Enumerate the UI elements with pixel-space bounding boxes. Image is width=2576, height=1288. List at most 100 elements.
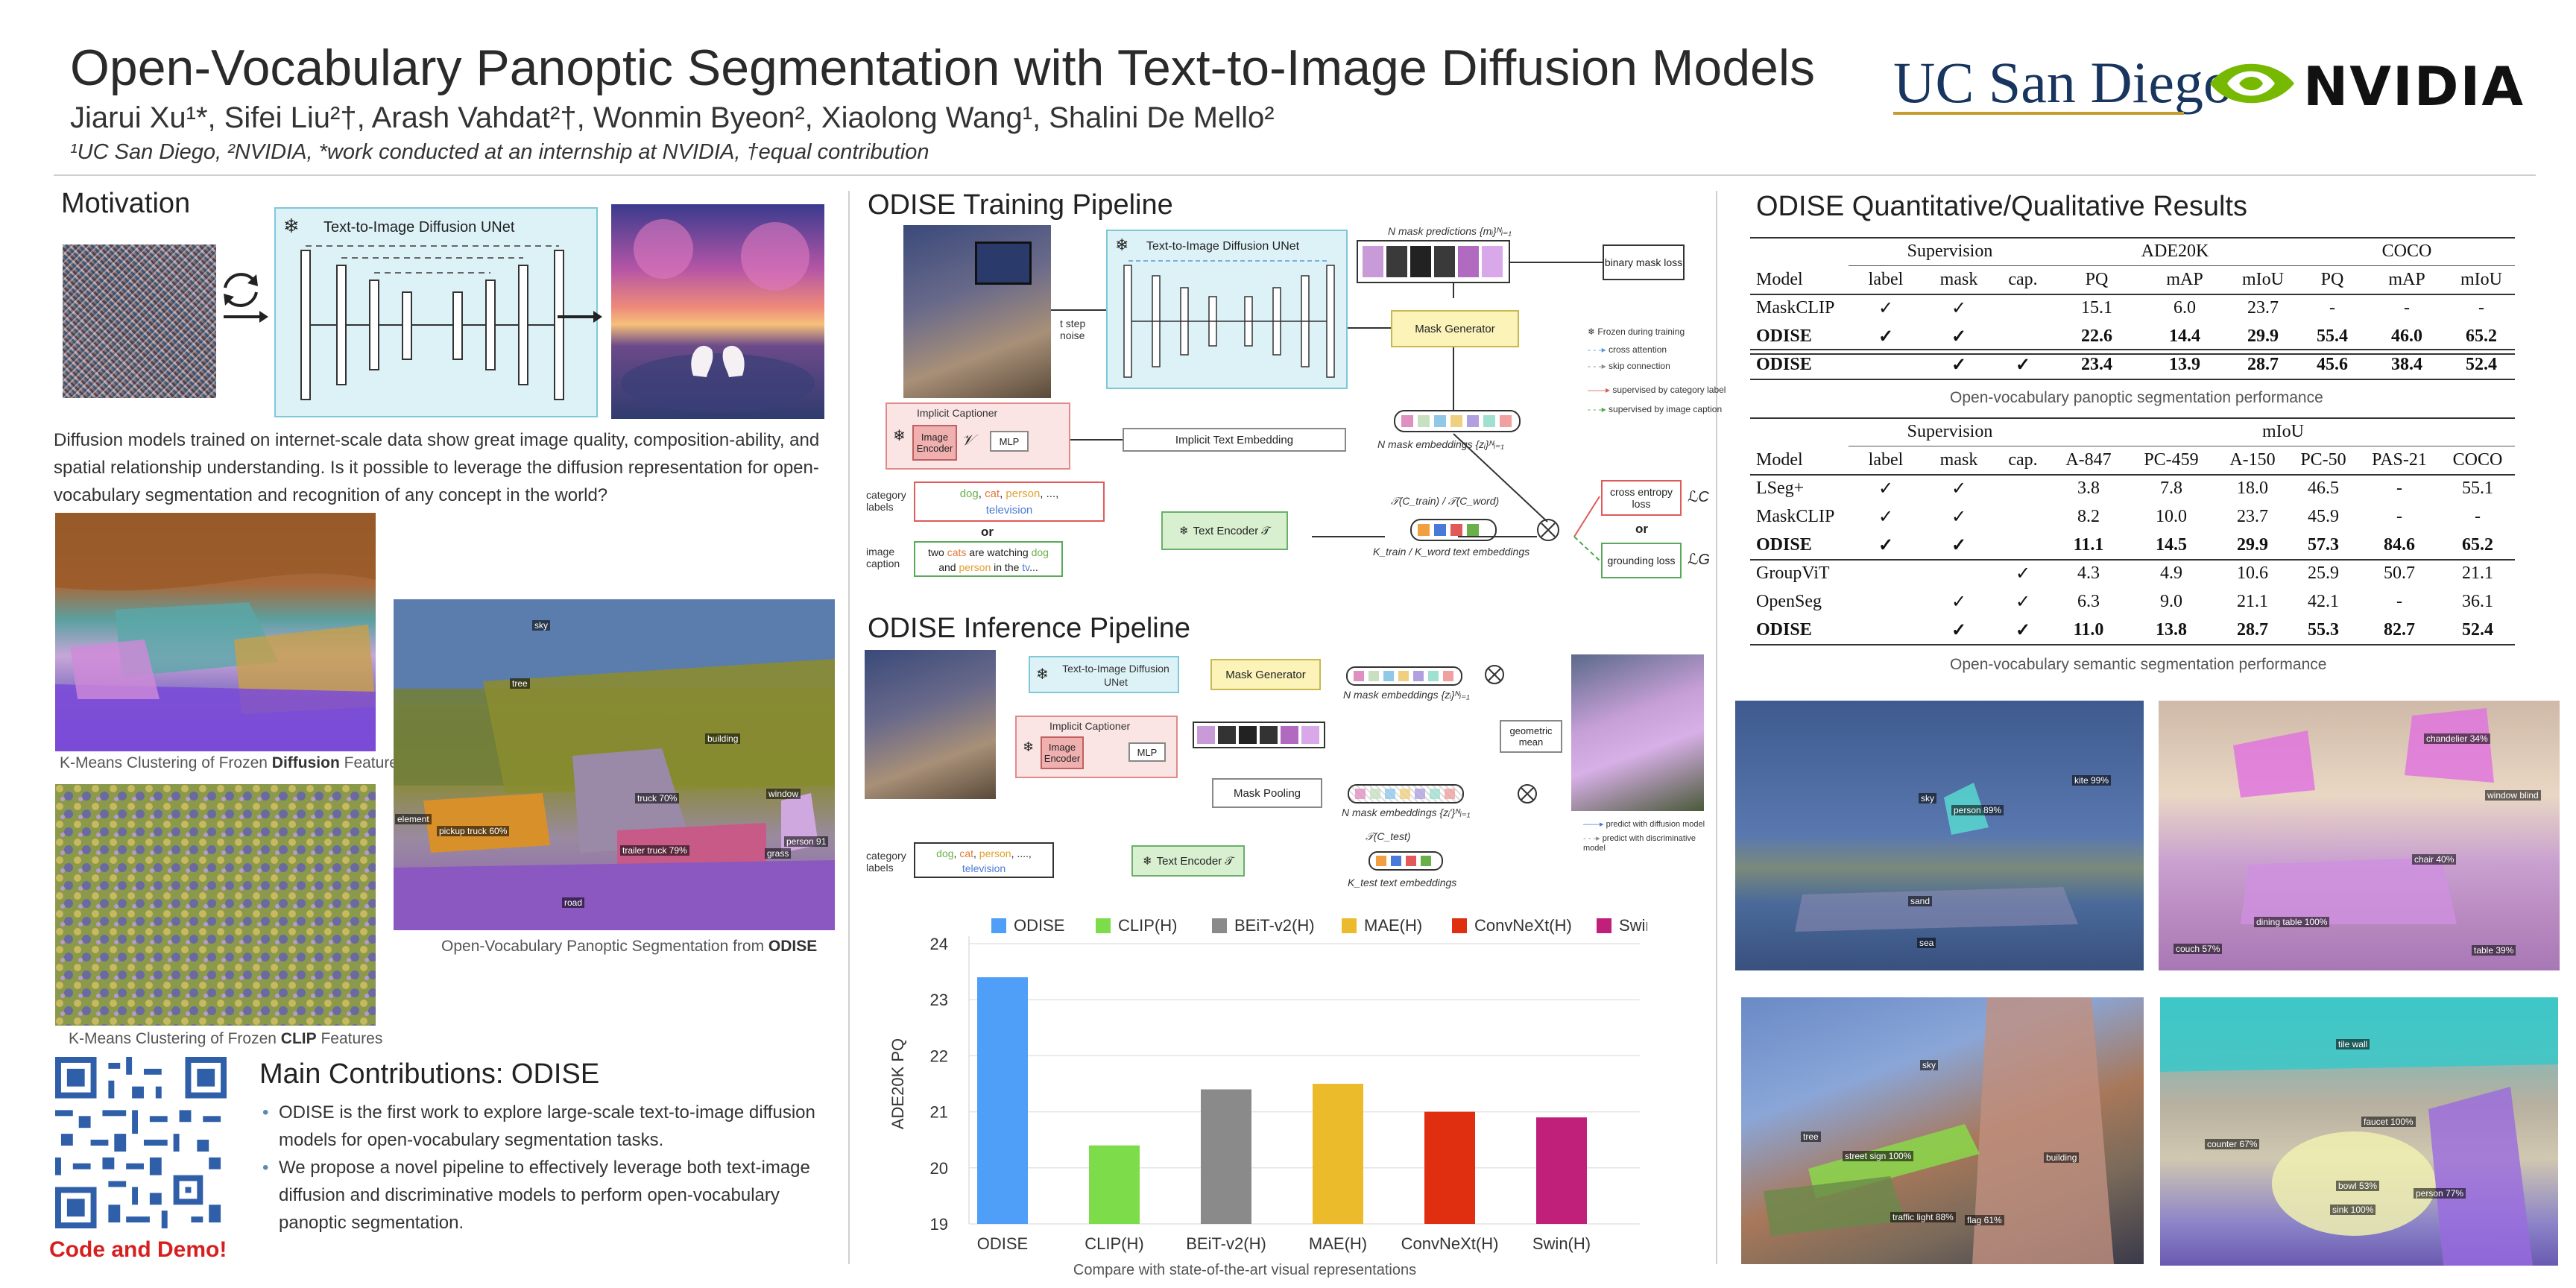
table-cell: - bbox=[2329, 297, 2335, 318]
table-header-cell: ADE20K bbox=[2141, 241, 2209, 261]
table-cell: 11.0 bbox=[2073, 619, 2104, 640]
cross-entropy-loss-box: cross entropy loss bbox=[1601, 480, 1682, 516]
table-cell: 15.1 bbox=[2081, 297, 2112, 318]
table-cell: 6.3 bbox=[2077, 591, 2100, 611]
legend-label: ODISE bbox=[1014, 916, 1064, 935]
multiply-icon bbox=[1485, 665, 1504, 684]
table-cell: ODISE bbox=[1756, 326, 1812, 346]
legend-item: - - -▸ supervised by image caption bbox=[1588, 404, 1722, 414]
inference-output-image bbox=[1571, 654, 1704, 811]
kmeans-diffusion-segments bbox=[55, 513, 376, 751]
image-caption-box: two cats are watching dog and person in … bbox=[914, 541, 1063, 577]
legend-swatch bbox=[991, 918, 1006, 933]
test-embeddings-strip bbox=[1368, 851, 1443, 871]
text-encoder-label: Text Encoder 𝒯 bbox=[1156, 854, 1234, 868]
table-cell: 28.7 bbox=[2237, 619, 2268, 640]
inference-mask-generator-box: Mask Generator bbox=[1210, 659, 1321, 690]
seg-label: window blind bbox=[2485, 790, 2541, 801]
table-cell: 13.8 bbox=[2156, 619, 2187, 640]
seg-label: window bbox=[766, 789, 801, 799]
seg-label: sky bbox=[1920, 1060, 1938, 1070]
table2-caption: Open-vocabulary semantic segmentation pe… bbox=[1950, 656, 2327, 673]
ucsd-logo-underline bbox=[1893, 112, 2184, 115]
table-cell: 45.6 bbox=[2317, 354, 2348, 374]
mask-thumbnails bbox=[1363, 246, 1503, 277]
seg-label: kite 99% bbox=[2072, 775, 2112, 786]
text-encoder-label: Text Encoder 𝒯 bbox=[1193, 524, 1270, 537]
legend-line-icon: - - -▸ bbox=[1588, 404, 1606, 414]
inference-mask-thumbnails bbox=[1193, 722, 1325, 748]
table-cell: 55.4 bbox=[2317, 326, 2348, 346]
table-cell: ✓ bbox=[1951, 535, 1967, 555]
snowflake-icon: ❄ bbox=[893, 428, 906, 444]
table-rule bbox=[1750, 474, 2515, 476]
seg-label: element bbox=[395, 814, 432, 824]
y-tick-label: 19 bbox=[930, 1215, 948, 1234]
table-cell bbox=[1995, 322, 2051, 350]
table-cell: ✓ bbox=[1951, 355, 1967, 375]
seg-label: tile wall bbox=[2336, 1039, 2370, 1049]
legend-line-icon: ——▸ bbox=[1588, 385, 1611, 395]
seg-label: trailer truck 79% bbox=[620, 845, 689, 856]
grounding-loss-box: grounding loss bbox=[1601, 543, 1682, 578]
tv-screen bbox=[975, 242, 1032, 285]
legend-swatch bbox=[1096, 918, 1111, 933]
cycle-arrow-icon bbox=[224, 273, 258, 307]
image-encoder-box: Image Encoder bbox=[1041, 736, 1084, 769]
table-cell: ✓ bbox=[1878, 298, 1894, 318]
bar-convnext-h- bbox=[1424, 1111, 1475, 1224]
qr-code[interactable] bbox=[55, 1057, 227, 1228]
mask-generator-box: Mask Generator bbox=[1391, 310, 1519, 347]
seg-label: sea bbox=[1917, 938, 1936, 948]
legend-item: ——▸ predict with diffusion model bbox=[1583, 820, 1717, 830]
table-cell: 25.9 bbox=[2308, 563, 2339, 583]
mlp-box: MLP bbox=[990, 431, 1029, 452]
table-header-cell bbox=[1750, 417, 1849, 446]
table-group-header-row: Supervision ADE20K COCO bbox=[1750, 237, 2515, 265]
training-title: ODISE Training Pipeline bbox=[868, 189, 1173, 221]
legend-label: MAE(H) bbox=[1364, 916, 1422, 935]
inference-mask-embeddings-label: N mask embeddings {zᵢ}ᴺᵢ₌₁ bbox=[1343, 689, 1470, 701]
caption-text: K-Means Clustering of Frozen bbox=[69, 1030, 281, 1047]
y-tick-label: 24 bbox=[930, 935, 948, 953]
legend-swatch bbox=[1452, 918, 1467, 933]
code-demo-label[interactable]: Code and Demo! bbox=[49, 1237, 227, 1262]
seg-label: dining table 100% bbox=[2254, 917, 2330, 927]
caption-part: and bbox=[938, 561, 959, 573]
caption-part: two bbox=[928, 546, 947, 558]
table-cell: 3.8 bbox=[2077, 478, 2100, 498]
seg-label: couch 57% bbox=[2174, 944, 2223, 954]
table-header-cell: label bbox=[1868, 449, 1904, 470]
seg-label: bowl 53% bbox=[2336, 1181, 2380, 1191]
category-word: ..., bbox=[1046, 487, 1059, 500]
seg-label: grass bbox=[765, 848, 792, 859]
column-divider bbox=[848, 191, 850, 1264]
train-word-formula: 𝒯(C_train) / 𝒯(C_word) bbox=[1391, 495, 1500, 507]
multiply-icon bbox=[1518, 784, 1537, 804]
mask-predictions-strip bbox=[1357, 240, 1510, 283]
legend-text: cross attention bbox=[1609, 344, 1667, 355]
loss-c-label: ℒC bbox=[1688, 489, 1709, 505]
qual1-segments bbox=[1795, 783, 2078, 932]
table-rule bbox=[1750, 349, 2515, 350]
bar-mae-h- bbox=[1313, 1084, 1363, 1224]
pooled-embedding-cells bbox=[1355, 789, 1455, 799]
table-cell: 52.4 bbox=[2466, 354, 2497, 374]
caption-part: ... bbox=[1029, 561, 1038, 573]
table-cell: - bbox=[2475, 506, 2481, 526]
y-tick-label: 20 bbox=[930, 1159, 948, 1178]
table-cell: 18.0 bbox=[2237, 478, 2268, 498]
table-rule bbox=[1849, 265, 2051, 266]
mlp-box: MLP bbox=[1128, 742, 1166, 762]
inference-title: ODISE Inference Pipeline bbox=[868, 613, 1191, 644]
mask-thumbnail-cells bbox=[1197, 726, 1319, 744]
affiliations: ¹UC San Diego, ²NVIDIA, *work conducted … bbox=[70, 140, 929, 164]
table-header-cell: Supervision bbox=[1907, 241, 1993, 261]
